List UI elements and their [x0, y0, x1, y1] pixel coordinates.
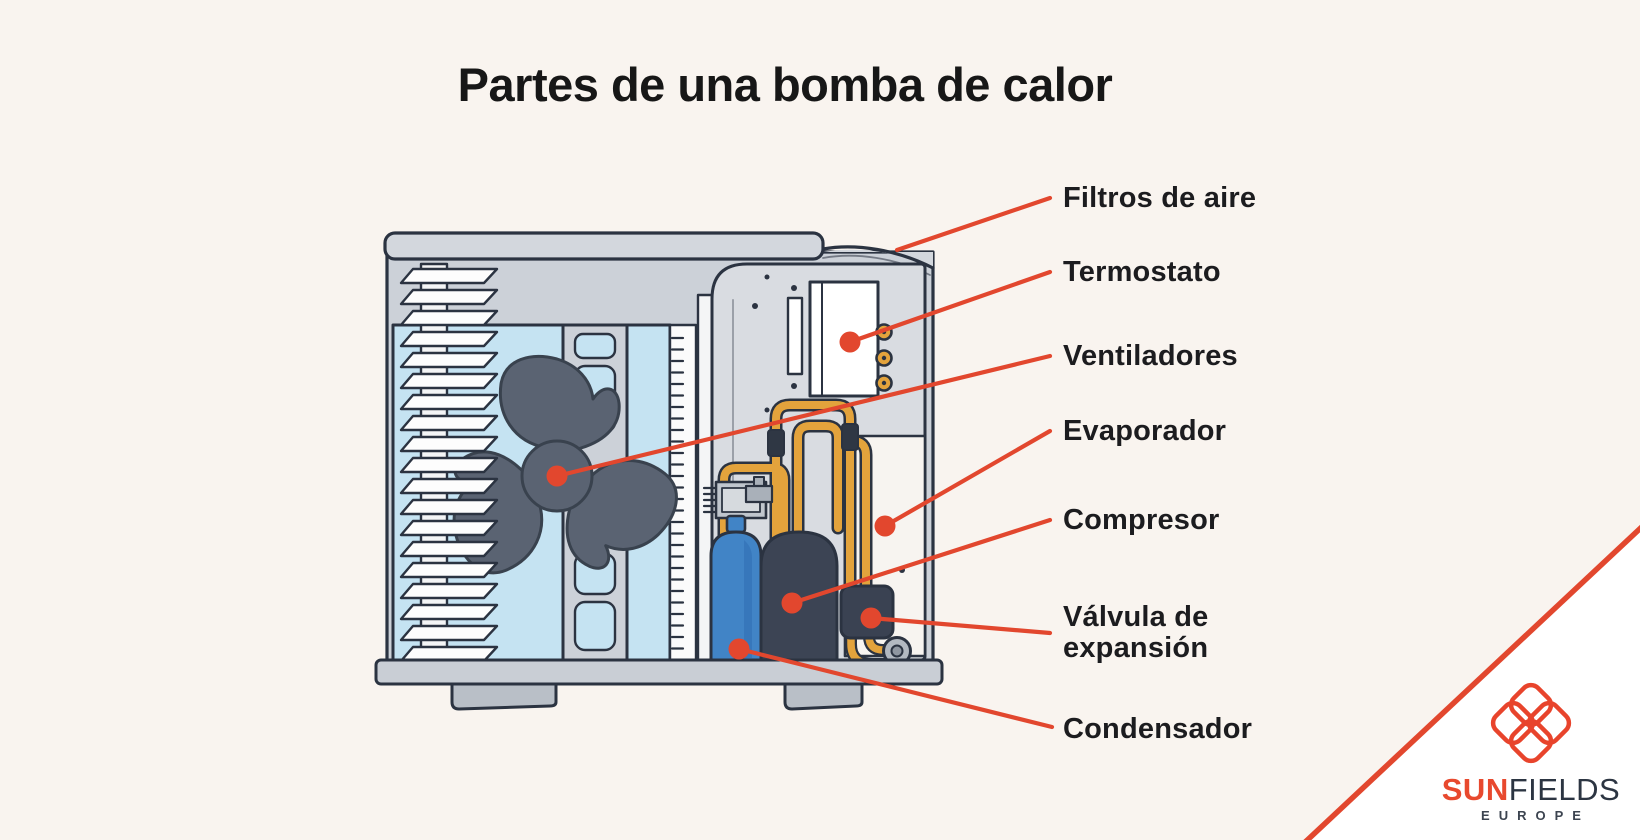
- leader-line-ventiladores: [554, 353, 1053, 479]
- leader-lines: [554, 195, 1055, 730]
- sunfields-flower-icon: [1490, 682, 1572, 764]
- logo-sun-text: SUN: [1441, 772, 1509, 807]
- motor-unit: [702, 476, 774, 520]
- electrical-side-panel: [786, 285, 804, 389]
- leader-line-filtros: [894, 195, 1053, 253]
- leader-line-termostato: [847, 269, 1053, 345]
- logo-fields-text: FIELDS: [1508, 772, 1621, 807]
- label-filtros-de-aire: Filtros de aire: [1063, 182, 1257, 214]
- label-condensador: Condensador: [1063, 713, 1253, 745]
- pipe-valve-block-2: [841, 423, 859, 451]
- marker-dots: [546, 331, 896, 660]
- marker-dot-valvula: [860, 607, 882, 629]
- marker-dot-compresor: [781, 592, 803, 614]
- marker-dot-termostato: [839, 331, 861, 353]
- unit-foot-left: [450, 682, 558, 711]
- pipe-valve-block-1: [767, 429, 785, 457]
- leader-line-valvula: [868, 615, 1053, 636]
- page-title: Partes de una bomba de calor: [457, 58, 1113, 111]
- unit-top-right-slope: [823, 249, 933, 268]
- corner-decoration: [1303, 524, 1640, 840]
- leader-line-compresor: [789, 517, 1053, 606]
- leader-line-evaporador: [882, 428, 1053, 529]
- condenser-cylinder: [709, 514, 763, 662]
- label-valvula-de-expansion: Válvula de expansión: [1063, 601, 1209, 664]
- refrigerant-pipes: [717, 398, 873, 619]
- label-termostato: Termostato: [1063, 256, 1221, 288]
- control-knobs: [875, 323, 893, 392]
- unit-top-cap: [383, 231, 825, 261]
- marker-dot-condensador: [728, 638, 750, 660]
- unit-foot-right: [783, 682, 864, 711]
- marker-dot-ventiladores: [546, 465, 568, 487]
- corner-diagonal-line: [1303, 524, 1640, 840]
- leader-line-condensador: [736, 646, 1055, 730]
- label-compresor: Compresor: [1063, 504, 1220, 536]
- louver-grille: [399, 262, 499, 664]
- label-evaporador: Evaporador: [1063, 415, 1227, 447]
- sunfields-logo: SUNFIELDS EUROPE: [1442, 678, 1620, 823]
- logo-europe-text: EUROPE: [1481, 808, 1590, 823]
- marker-dot-evaporador: [874, 515, 896, 537]
- heat-pump-unit: [374, 231, 944, 711]
- label-ventiladores: Ventiladores: [1063, 340, 1238, 372]
- logo-wordmark: SUNFIELDS: [1416, 772, 1640, 808]
